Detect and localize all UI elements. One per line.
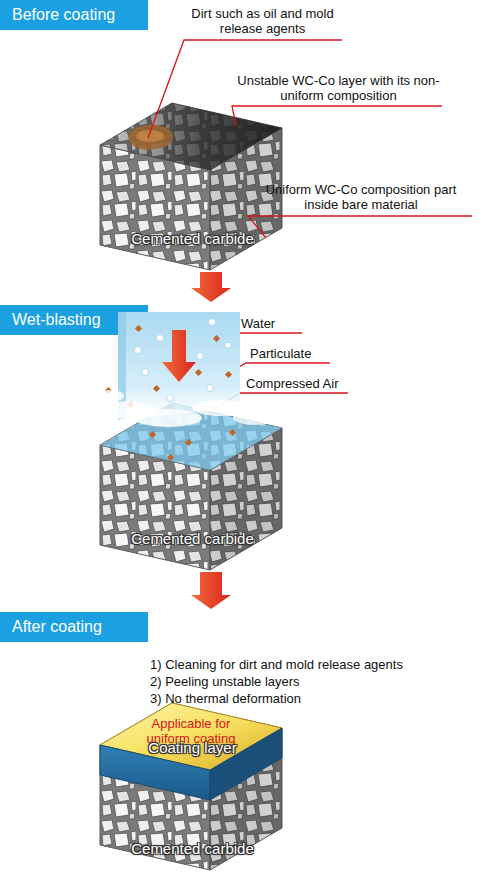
unstable-layer [100, 103, 282, 170]
carbide-block: Applicable for uniform coatingCoating la… [100, 700, 285, 872]
leader-line [214, 333, 302, 346]
water-film [100, 403, 282, 470]
callout-note: Unstable WC-Co layer with its non-unifor… [236, 73, 441, 103]
particulates [105, 325, 236, 461]
section-tab: Before coating [0, 0, 148, 30]
dirt-stain [128, 125, 173, 150]
coating-right-band [210, 728, 282, 800]
callout-note: Dirt such as oil and mold release agents [180, 6, 345, 36]
leader-line [212, 393, 348, 410]
part-label: Cemented carbide [100, 230, 285, 248]
carbide-top-face [100, 103, 282, 170]
tab-title: Before coating [12, 6, 115, 23]
flow-arrow [191, 272, 231, 302]
flow-arrow [191, 572, 231, 609]
tab-title: After coating [12, 618, 102, 635]
section-tab: After coating [0, 612, 148, 642]
air-bubbles [135, 319, 232, 402]
result-item: 2) Peeling unstable layers [150, 674, 480, 689]
water-sheet-edge [118, 312, 126, 420]
result-item: 3) No thermal deformation [150, 691, 480, 706]
carbide-block: Cemented carbide [100, 100, 285, 272]
flow-arrow [162, 330, 196, 382]
part-label: Coating layer [100, 739, 285, 757]
coating-layer: Coating layer [100, 728, 285, 800]
leader-line [232, 106, 442, 126]
mist-cloud [96, 390, 277, 427]
result-item: 1) Cleaning for dirt and mold release ag… [150, 657, 480, 672]
leader-lines [148, 40, 472, 410]
media-label: Water [241, 316, 321, 331]
part-label: Cemented carbide [100, 530, 285, 548]
water-sheet [118, 312, 240, 420]
section-tab: Wet-blasting [0, 305, 148, 335]
media-label: Compressed Air [246, 376, 356, 391]
media-label: Particulate [250, 346, 340, 361]
carbide-block: Cemented carbide [100, 400, 285, 572]
part-label: Cemented carbide [100, 840, 285, 858]
leader-line [248, 216, 472, 238]
carbide-top-face [100, 403, 282, 470]
leader-line [220, 363, 330, 378]
dirt-stain [136, 130, 164, 142]
tab-title: Wet-blasting [12, 311, 101, 328]
callout-note: Uniform WC-Co composition part inside ba… [250, 182, 472, 212]
